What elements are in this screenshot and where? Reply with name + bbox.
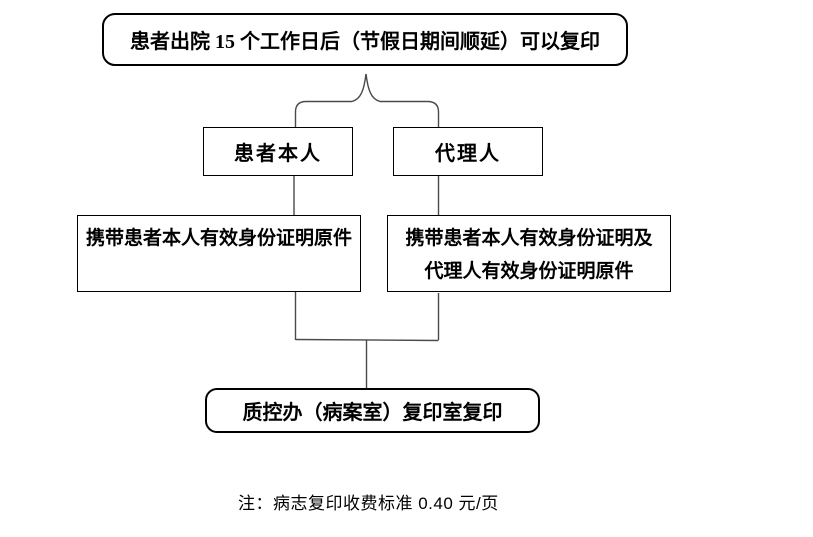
fee-note: 注：病志复印收费标准 0.40 元/页 <box>238 494 499 513</box>
branch-box-patient: 患者本人 <box>203 127 353 176</box>
brace-connector-left <box>294 73 367 127</box>
destination-label: 质控办（病案室）复印室复印 <box>242 402 503 424</box>
requirement-agent-line1: 携带患者本人有效身份证明及 <box>405 228 653 249</box>
requirement-box-patient: 携带患者本人有效身份证明原件 <box>77 215 361 292</box>
brace-connector-right <box>365 73 440 127</box>
requirement-box-agent: 携带患者本人有效身份证明及 代理人有效身份证明原件 <box>387 215 671 292</box>
merge-horizontal-line <box>295 338 439 342</box>
eligibility-box: 患者出院 15 个工作日后（节假日期间顺延）可以复印 <box>102 13 628 66</box>
branch-agent-label: 代理人 <box>435 143 501 165</box>
branch-box-agent: 代理人 <box>393 127 543 176</box>
requirement-patient-line1: 携带患者本人有效身份证明原件 <box>85 228 352 249</box>
branch-patient-label: 患者本人 <box>234 143 322 165</box>
destination-box: 质控办（病案室）复印室复印 <box>205 388 540 433</box>
requirement-agent-line2: 代理人有效身份证明原件 <box>424 261 634 282</box>
eligibility-label: 患者出院 15 个工作日后（节假日期间顺延）可以复印 <box>130 31 600 53</box>
